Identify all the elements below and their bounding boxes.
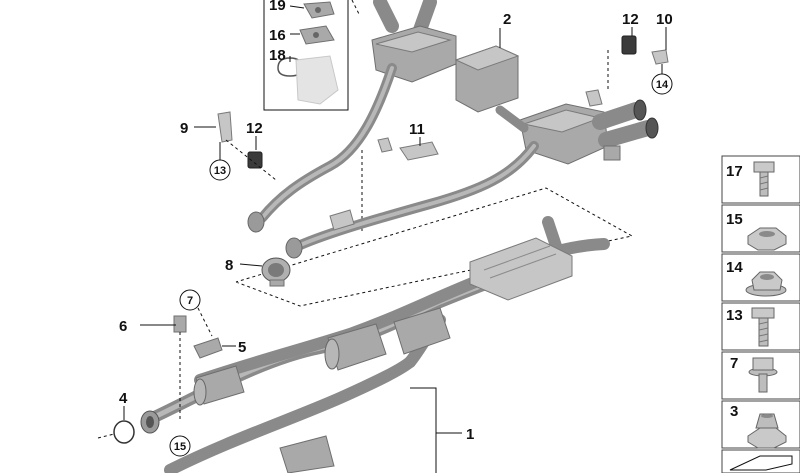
callout-11: 11	[409, 121, 425, 138]
catalytic-converter-front	[393, 307, 451, 355]
rubber-mount-12-right	[621, 35, 637, 55]
hex-bolt-icon	[753, 161, 775, 197]
legend-cell-3: 3	[721, 400, 800, 449]
callout-9: 9	[180, 120, 188, 137]
legend-cell-7: 7	[721, 351, 800, 400]
front-flange	[140, 410, 160, 434]
callout-18: 18	[269, 47, 286, 64]
svg-text:13: 13	[726, 307, 743, 324]
callout-10: 10	[656, 11, 673, 28]
callout-1: 1	[466, 426, 474, 443]
center-resonator-heat-shield	[469, 237, 573, 301]
callout-4: 4	[119, 390, 128, 407]
fastener-legend: 17 15 14 13	[721, 155, 800, 473]
legend-cell-17: 17	[721, 155, 800, 204]
svg-text:17: 17	[726, 163, 743, 180]
bracket-6	[173, 315, 187, 333]
flange-nut-icon	[745, 271, 787, 297]
svg-text:14: 14	[656, 79, 669, 91]
callout-6: 6	[119, 318, 127, 335]
callout-7-circled: 7	[179, 289, 201, 311]
callout-13-circled: 13	[209, 159, 231, 181]
heat-shield-ghost	[295, 55, 339, 105]
bolt-icon	[751, 307, 775, 347]
svg-text:15: 15	[726, 211, 743, 228]
legend-cell-15: 15	[721, 204, 800, 253]
svg-text:7: 7	[187, 295, 193, 307]
svg-text:3: 3	[730, 403, 738, 420]
forward-arrow-icon	[729, 455, 793, 471]
bracket-rear-right	[585, 89, 603, 107]
svg-text:15: 15	[174, 441, 186, 453]
center-silencer-2	[454, 45, 520, 113]
bracket-rear-left	[377, 137, 393, 153]
svg-text:7: 7	[730, 355, 738, 372]
catalytic-converter-left	[193, 365, 245, 406]
bracket-mid	[329, 209, 355, 231]
callout-12-right: 12	[622, 11, 639, 28]
bracket-9	[217, 111, 233, 143]
bracket-11	[399, 141, 439, 161]
callout-16: 16	[269, 27, 286, 44]
hex-nut-icon	[747, 227, 787, 251]
callout-19: 19	[269, 0, 286, 14]
legend-cell-13: 13	[721, 302, 800, 351]
gasket-ring-4	[113, 420, 135, 444]
callout-14-circled: 14	[651, 73, 673, 95]
hanger-bracket-19	[303, 1, 335, 19]
legend-cell-14: 14	[721, 253, 800, 302]
catalytic-converter-center	[324, 323, 387, 371]
callout-2: 2	[503, 11, 511, 28]
flange-bolt-icon	[748, 357, 778, 393]
group-frame-intermediate	[235, 187, 634, 307]
callout-15-circled: 15	[169, 435, 191, 457]
callout-8: 8	[225, 257, 233, 274]
legend-cell-arrow	[721, 449, 800, 473]
self-locking-nut-icon	[747, 413, 787, 449]
callout-12-left: 12	[246, 120, 263, 137]
bracket-5	[193, 337, 223, 359]
catalytic-converter-lower	[279, 435, 335, 473]
exhaust-flap-actuator	[603, 145, 621, 161]
rubber-mount-12-left	[247, 151, 263, 169]
tailpipe-tips	[592, 99, 659, 148]
svg-text:14: 14	[726, 259, 743, 276]
callout-5: 5	[238, 339, 246, 356]
rear-silencer-left	[371, 25, 457, 83]
hanger-bracket-16	[299, 25, 335, 45]
bracket-10	[651, 49, 669, 65]
svg-text:13: 13	[214, 165, 226, 177]
pipe-clamp-8	[261, 257, 291, 287]
